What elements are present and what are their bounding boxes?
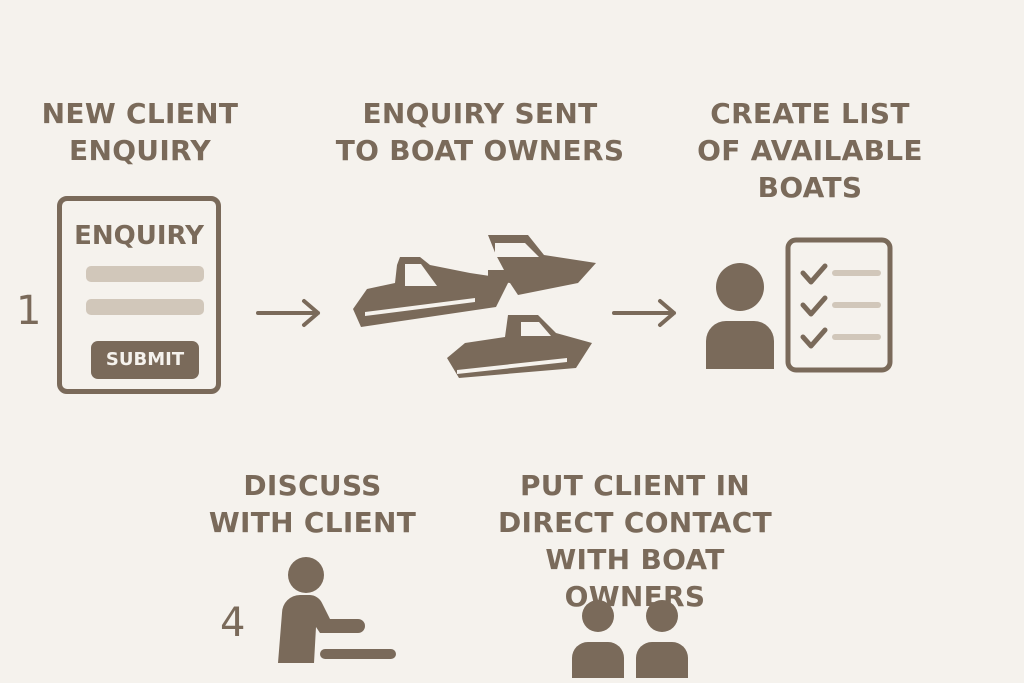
step-4-title: DISCUSS WITH CLIENT — [195, 467, 430, 541]
step-1-title: NEW CLIENT ENQUIRY — [20, 95, 260, 169]
step-5-title-line: PUT CLIENT IN — [519, 469, 751, 502]
step-2-title-line: ENQUIRY SENT — [362, 97, 598, 130]
person-body-icon — [706, 321, 774, 369]
form-field — [86, 266, 204, 282]
arrow-right-icon — [612, 299, 676, 327]
step-2-title: ENQUIRY SENT TO BOAT OWNERS — [330, 95, 630, 169]
step-1-title-line: ENQUIRY — [69, 134, 211, 167]
step-1-title-line: NEW CLIENT — [41, 97, 239, 130]
step-4-number: 4 — [220, 600, 246, 646]
step-4-title-line: WITH CLIENT — [208, 506, 417, 539]
step-5-title-line: WITH BOAT OWNERS — [545, 543, 725, 613]
boats-icon — [353, 235, 596, 378]
arrow-right-icon — [256, 299, 320, 327]
enquiry-form-icon: ENQUIRY SUBMIT — [57, 196, 221, 394]
enquiry-form-title: ENQUIRY — [74, 221, 204, 251]
step-1-number: 1 — [16, 288, 42, 334]
step-3-title-line: BOATS — [757, 171, 863, 204]
submit-button: SUBMIT — [91, 341, 199, 379]
form-field — [86, 299, 204, 315]
person-checklist-icon — [706, 237, 893, 373]
step-3-title-line: CREATE LIST — [710, 97, 910, 130]
step-3-title: CREATE LIST OF AVAILABLE BOATS — [680, 95, 940, 206]
step-2-title-line: TO BOAT OWNERS — [335, 134, 625, 167]
step-3-title-line: OF AVAILABLE — [697, 134, 923, 167]
step-5-title-line: DIRECT CONTACT — [498, 506, 772, 539]
step-4-title-line: DISCUSS — [243, 469, 382, 502]
two-people-icon — [572, 600, 688, 678]
checklist-icon — [785, 237, 893, 373]
step-5-title: PUT CLIENT IN DIRECT CONTACT WITH BOAT O… — [470, 467, 800, 615]
person-at-desk-icon — [278, 557, 396, 663]
person-head-icon — [716, 263, 764, 311]
